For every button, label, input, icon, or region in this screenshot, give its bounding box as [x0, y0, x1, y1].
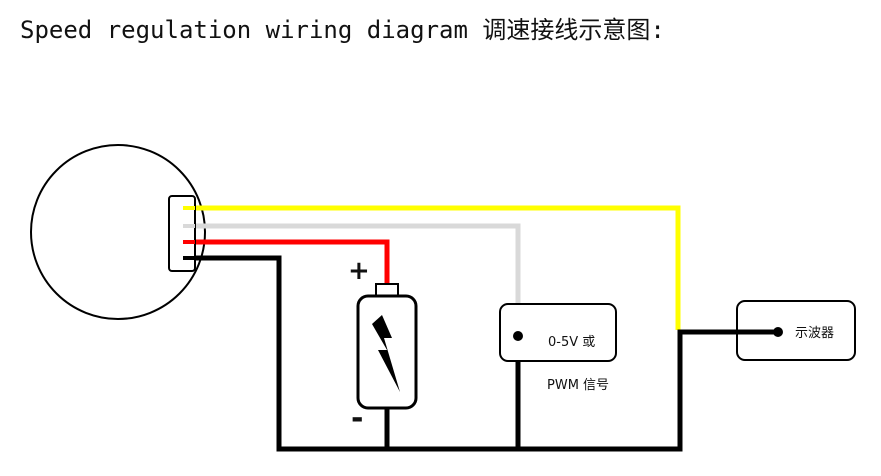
red-wire — [180, 239, 390, 286]
signal-box-label: 0-5V 或 — [548, 335, 595, 350]
battery-minus-label: - — [351, 401, 363, 436]
gray-wire — [180, 223, 521, 335]
signal-box — [499, 303, 617, 362]
page-title: Speed regulation wiring diagram 调速接线示意图: — [20, 16, 665, 44]
lightning-bolt-icon — [372, 315, 400, 392]
signal-terminal-dot — [513, 331, 523, 341]
motor-circle — [30, 144, 206, 320]
motor-connector — [168, 195, 196, 272]
oscilloscope-label: 示波器 — [795, 326, 834, 341]
oscilloscope-terminal-dot — [773, 327, 783, 337]
battery-plus-label: + — [348, 256, 370, 286]
signal-caption: PWM 信号 — [547, 378, 609, 393]
yellow-wire — [180, 205, 681, 330]
battery-icon — [356, 283, 418, 410]
black-wire-motor — [180, 255, 778, 452]
